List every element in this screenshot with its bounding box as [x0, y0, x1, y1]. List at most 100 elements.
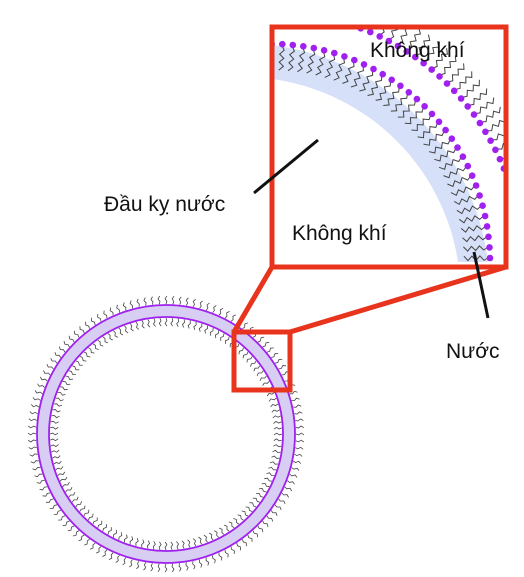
bubble-tail	[164, 317, 168, 327]
surfactant-tail	[267, 0, 272, 10]
bubble-tail	[284, 486, 293, 492]
bubble-tail	[295, 432, 305, 436]
bubble-tail	[116, 304, 120, 313]
surfactant-tail	[497, 142, 506, 150]
bubble-tail	[170, 318, 174, 327]
bubble-tail	[42, 492, 51, 497]
bubble-tail	[256, 370, 264, 377]
surfactant-head	[435, 118, 443, 126]
surfactant-head	[256, 9, 263, 16]
bubble-tail	[46, 364, 54, 370]
bubble-tail	[295, 425, 305, 429]
surfactant-head	[476, 119, 484, 127]
bubble-tail	[199, 300, 203, 309]
surfactant-tail	[453, 195, 479, 206]
bubble-tail	[198, 323, 203, 332]
bubble-tail	[223, 524, 230, 532]
bubble-tail	[29, 453, 38, 457]
surfactant-head	[277, 9, 284, 16]
surfactant-head	[287, 9, 294, 16]
bubble-tail	[278, 498, 286, 504]
surfactant-tail	[259, 46, 264, 70]
bubble-tail	[192, 561, 196, 570]
bubble-tail	[274, 359, 283, 364]
surfactant-tail	[428, 139, 451, 154]
bubble-tail	[129, 300, 133, 309]
bubble-tail	[171, 295, 175, 305]
bubble-tail	[152, 541, 156, 550]
surfactant-tail	[390, 93, 408, 112]
zoom-inset-frame	[269, 24, 509, 270]
surfactant-tail	[455, 71, 473, 90]
bubble-inner-tails	[49, 317, 283, 551]
bubble-tail	[272, 449, 281, 454]
surfactant-head	[518, 246, 524, 253]
bubble-tail	[115, 555, 120, 563]
hydrophobic-tail-leader	[253, 138, 319, 195]
bubble-tail	[158, 541, 162, 550]
surfactant-head	[479, 202, 486, 209]
bubble-tail	[79, 326, 85, 334]
bubble-tail	[34, 473, 43, 478]
bubble-tail	[71, 496, 79, 503]
surfactant-tail	[448, 63, 465, 83]
bubble-tail	[164, 541, 168, 551]
bubble-tail	[256, 493, 264, 498]
bubble-tail	[257, 525, 264, 533]
bubble-tail	[273, 444, 282, 448]
bubble-tail	[92, 343, 99, 350]
bubble-tail	[274, 504, 282, 511]
bubble-tail	[192, 298, 196, 308]
bubble-tail	[271, 455, 280, 459]
bubble-tail	[50, 420, 59, 424]
bubble-tail	[242, 322, 248, 330]
surfactant-head	[482, 128, 489, 136]
bubble-tail	[62, 482, 70, 487]
surfactant-tail	[278, 45, 285, 71]
surfactant-tail	[333, 58, 346, 81]
bubble-tail	[39, 486, 48, 491]
surfactant-tail	[460, 225, 486, 233]
surfactant-tail	[383, 87, 400, 106]
bubble-tail	[253, 365, 261, 372]
surfactant-head	[420, 59, 427, 67]
surfactant-head	[338, 18, 345, 25]
surfactant-head	[485, 233, 492, 241]
surfactant-tail	[375, 81, 392, 101]
bubble-tail	[73, 330, 80, 338]
bubble-tail	[65, 375, 73, 380]
surfactant-head	[397, 82, 404, 90]
bubble-tail	[187, 539, 191, 548]
surfactant-head	[394, 42, 402, 50]
surfactant-head	[279, 40, 286, 48]
surfactant-head	[483, 223, 491, 230]
surfactant-head	[421, 103, 428, 110]
bubble-tail	[158, 318, 162, 327]
bubble-tail	[164, 563, 168, 573]
bubble-tail	[51, 449, 60, 453]
surfactant-head	[510, 195, 517, 202]
surfactant-head	[328, 16, 335, 23]
bubble-tail	[109, 307, 114, 316]
surfactant-head	[481, 212, 489, 220]
bubble-tail	[219, 527, 225, 535]
bubble-tail	[278, 365, 287, 370]
surfactant-tail	[443, 166, 467, 179]
surfactant-head	[492, 146, 499, 154]
surfactant-head	[496, 155, 504, 163]
bubble-tail	[252, 530, 259, 538]
bubble-tail	[97, 520, 103, 528]
surfactant-tail	[432, 48, 448, 69]
zoom-connector-upper	[231, 265, 275, 334]
bubble-tail	[89, 542, 96, 550]
surfactant-head	[289, 41, 297, 49]
bubble-tail	[228, 521, 235, 529]
bubble-tail	[264, 477, 273, 482]
bubble-tail	[268, 466, 277, 471]
surfactant-tail	[289, 0, 294, 11]
surfactant-tail	[407, 28, 422, 51]
surfactant-head	[472, 182, 480, 189]
bubble-tail	[289, 473, 298, 478]
bubble-water-ring	[37, 305, 295, 563]
bubble	[27, 295, 305, 573]
